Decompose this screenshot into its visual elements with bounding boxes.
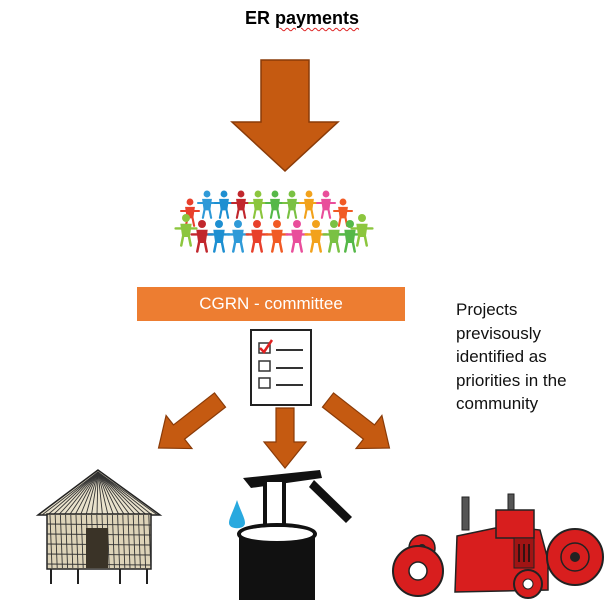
person-figure-icon <box>281 190 303 219</box>
arrow-left-icon <box>157 392 227 450</box>
note-line-5: community <box>456 394 539 413</box>
diagram-title: ER payments <box>0 8 604 29</box>
tractor-icon <box>392 493 604 599</box>
person-figure-icon <box>338 220 362 253</box>
title-word-er: ER <box>244 8 270 28</box>
person-figure-icon <box>245 220 269 253</box>
person-figure-icon <box>179 198 201 227</box>
person-figure-icon <box>226 220 250 253</box>
person-figure-icon <box>322 220 346 253</box>
person-figure-icon <box>230 190 252 219</box>
note-line-1: Projects <box>456 300 518 319</box>
down-arrow-icon <box>230 59 340 173</box>
projects-note: Projects previsously identified as prior… <box>456 298 604 416</box>
committee-label: CGRN - committee <box>199 294 343 313</box>
person-figure-icon <box>174 214 198 247</box>
water-pump-icon <box>229 470 352 600</box>
person-figure-icon <box>196 190 218 219</box>
note-line-2: previsously <box>456 323 542 343</box>
arrow-center-icon <box>262 407 308 469</box>
title-word-payments: payments <box>274 8 360 28</box>
person-figure-icon <box>285 220 309 253</box>
committee-bar: CGRN - committee <box>137 287 405 321</box>
person-figure-icon <box>298 190 320 219</box>
note-line-3: identified as <box>456 347 547 366</box>
hut-icon <box>35 469 163 584</box>
person-figure-icon <box>207 220 231 253</box>
person-figure-icon <box>264 190 286 219</box>
person-figure-icon <box>265 220 289 253</box>
person-figure-icon <box>350 214 374 247</box>
people-circle-icon <box>174 190 374 253</box>
person-figure-icon <box>247 190 269 219</box>
person-figure-icon <box>213 190 235 219</box>
checklist-icon <box>250 329 312 406</box>
person-figure-icon <box>332 198 354 227</box>
note-line-4: priorities in the <box>456 370 567 390</box>
person-figure-icon <box>304 220 328 253</box>
person-figure-icon <box>315 190 337 219</box>
arrow-right-icon <box>321 392 391 450</box>
